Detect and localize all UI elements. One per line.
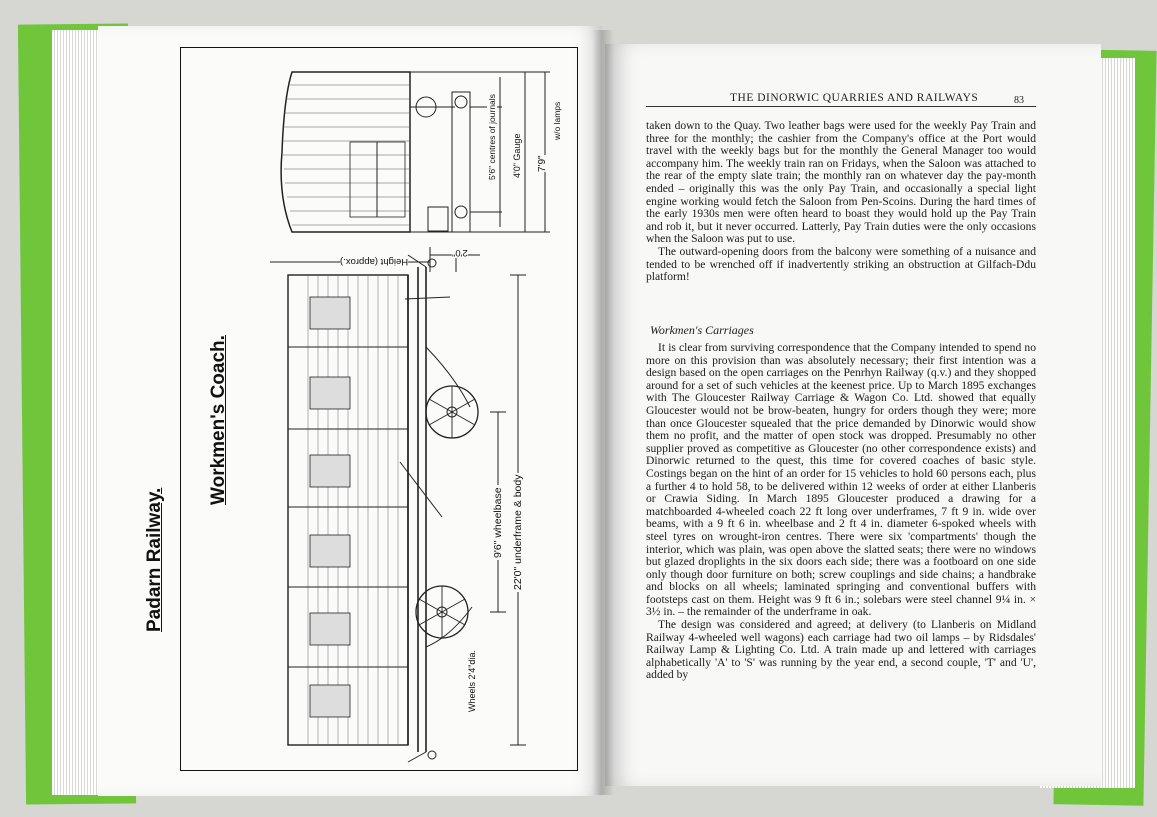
paragraph: taken down to the Quay. Two leather bags… bbox=[646, 119, 1036, 246]
end-view bbox=[280, 71, 550, 233]
running-head: THE DINORWIC QUARRIES AND RAILWAYS bbox=[730, 92, 979, 104]
drawing-title-right: Workmen's Coach. bbox=[208, 335, 229, 505]
side-view bbox=[270, 247, 526, 763]
dim-wheelbase-label: 9'6" wheelbase bbox=[492, 485, 504, 560]
dim-overhang-label: 2'0" bbox=[452, 247, 468, 258]
dim-width-note: w/o lamps bbox=[552, 101, 562, 140]
drawing-title-left: Padarn Railway. bbox=[144, 487, 165, 632]
body-text-top: taken down to the Quay. Two leather bags… bbox=[646, 119, 1036, 284]
paragraph: The outward-opening doors from the balco… bbox=[646, 244, 1036, 284]
paragraph: It is clear from surviving correspondenc… bbox=[646, 341, 1036, 619]
page-number: 83 bbox=[1014, 95, 1024, 106]
body-text-bottom: It is clear from surviving correspondenc… bbox=[646, 341, 1036, 682]
book-gutter bbox=[592, 30, 614, 795]
right-page bbox=[605, 44, 1101, 786]
paragraph: The design was considered and agreed; at… bbox=[646, 618, 1036, 682]
dim-length-label: 22'0" underframe & body bbox=[512, 472, 524, 592]
dim-height-label: Height (approx.) bbox=[340, 256, 409, 267]
dim-width-label: 7'9" bbox=[537, 155, 548, 172]
running-head-rule bbox=[646, 106, 1036, 107]
drawing-frame bbox=[180, 47, 578, 771]
coach-drawing bbox=[270, 71, 550, 763]
dim-centres-label: 5'6" centres of journals bbox=[487, 94, 497, 180]
section-heading: Workmen's Carriages bbox=[650, 323, 754, 337]
dim-gauge-label: 4'0" Gauge bbox=[512, 133, 522, 178]
dim-wheels-label: Wheels 2'4"dia. bbox=[467, 650, 477, 712]
